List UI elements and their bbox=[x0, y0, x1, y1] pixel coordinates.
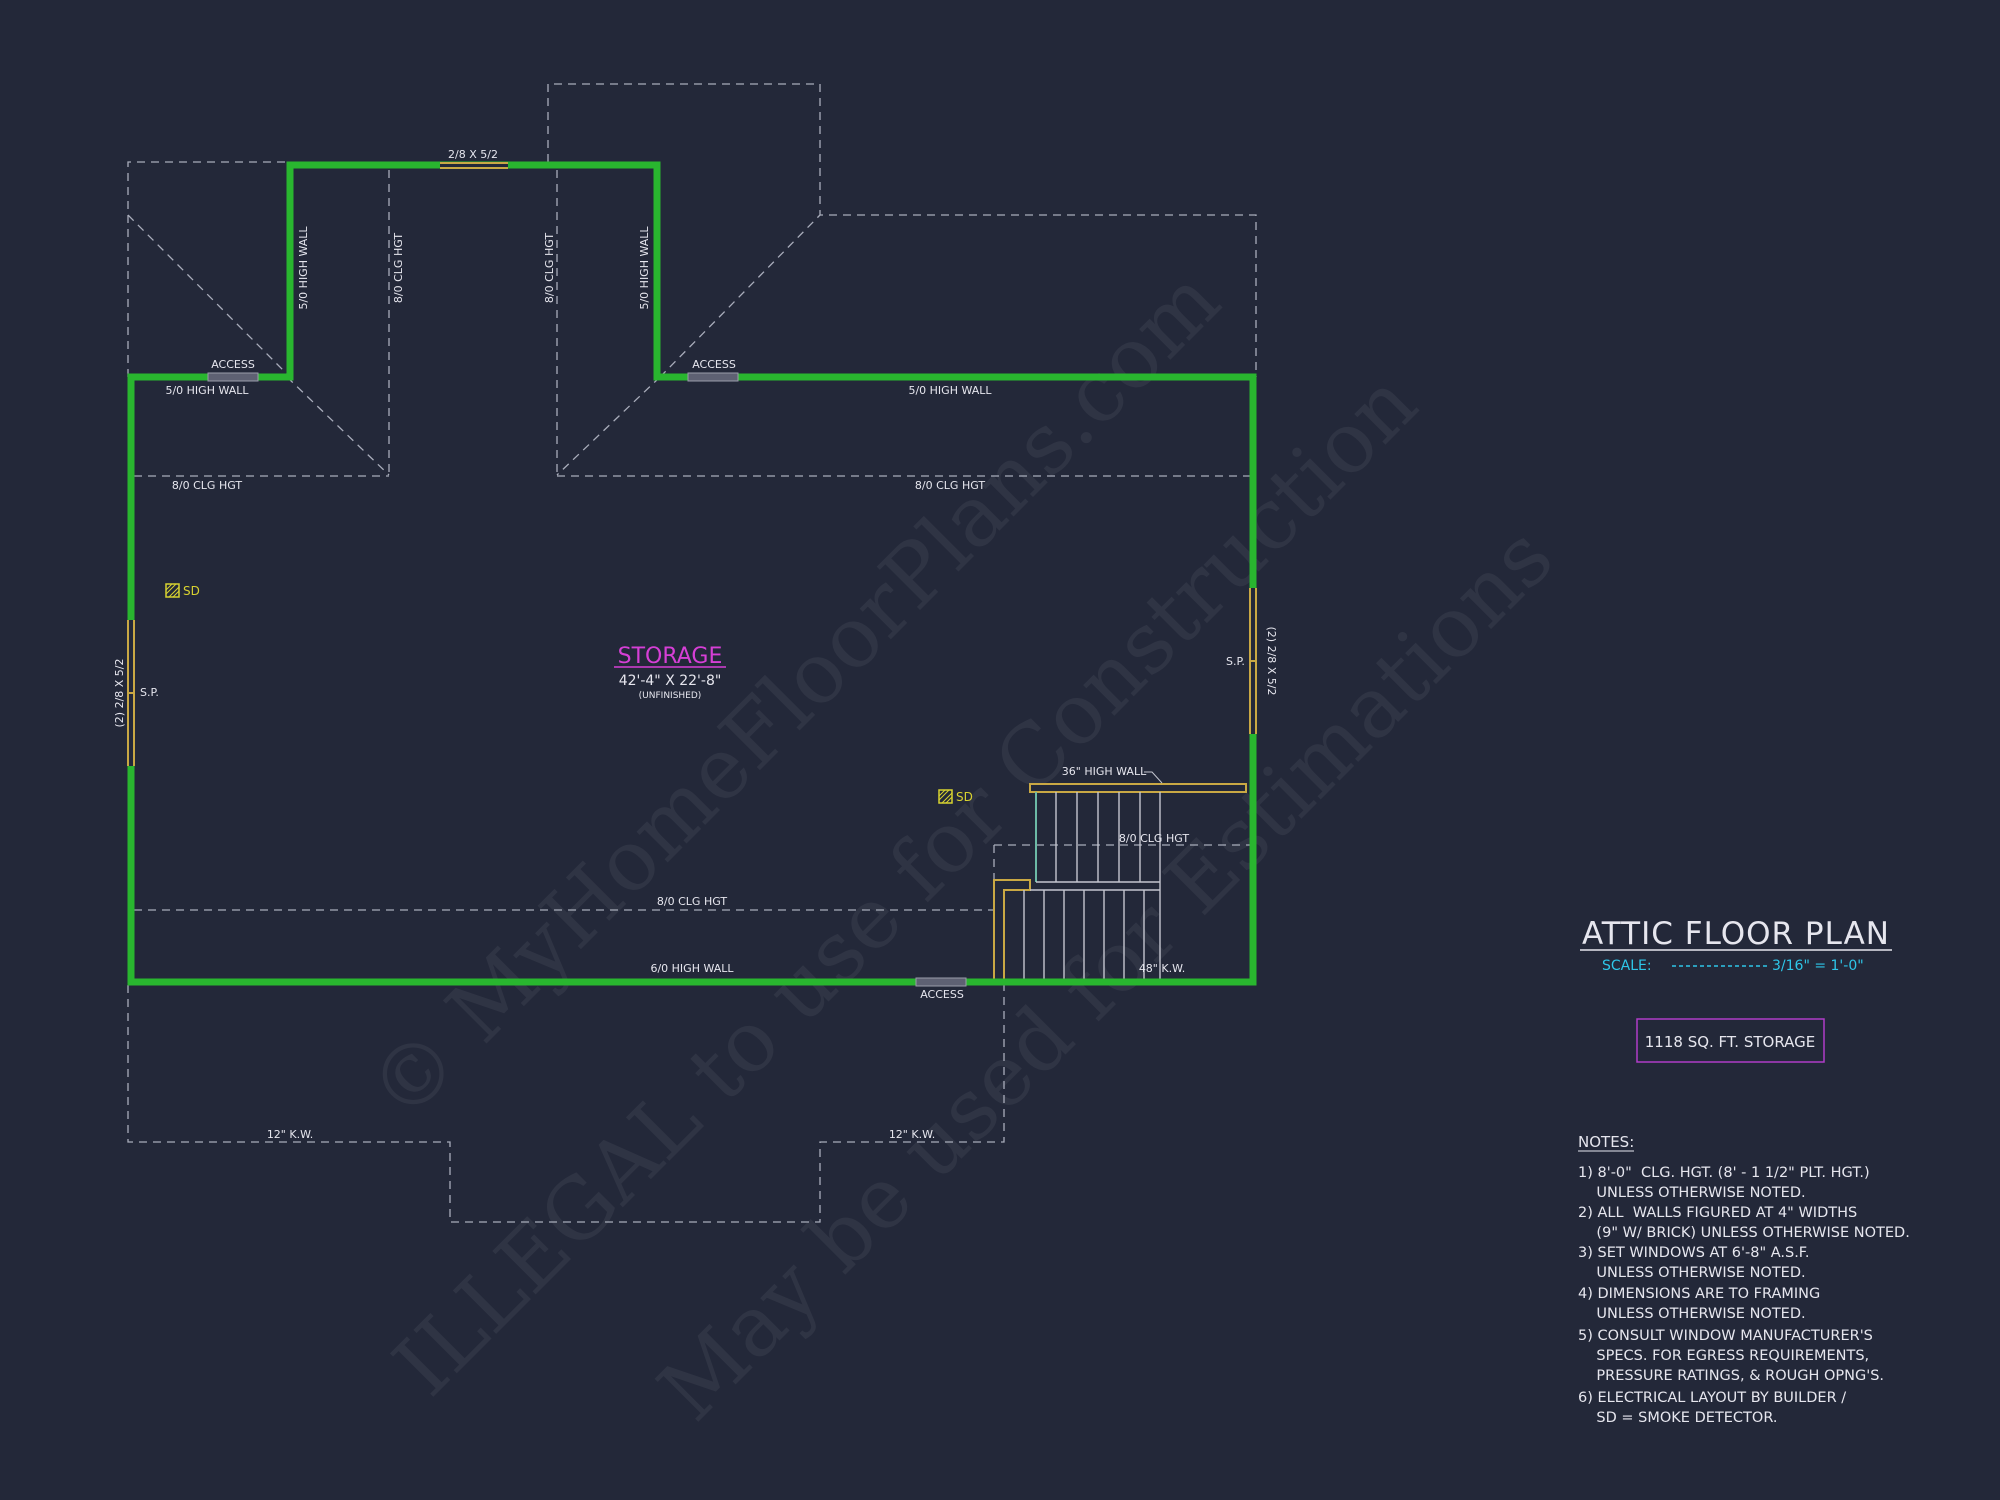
windows bbox=[127, 162, 1257, 766]
clg-right-label: 8/0 CLG HGT bbox=[915, 479, 985, 492]
notes-block: NOTES: 1) 8'-0" CLG. HGT. (8' - 1 1/2" P… bbox=[1578, 1133, 1910, 1426]
notes-line: UNLESS OTHERWISE NOTED. bbox=[1578, 1185, 1806, 1201]
exterior-wall bbox=[127, 161, 1257, 986]
room-size: 42'-4" X 22'-8" bbox=[619, 673, 722, 689]
scale-value: 3/16" = 1'-0" bbox=[1772, 958, 1864, 974]
notes-line: SPECS. FOR EGRESS REQUIREMENTS, bbox=[1578, 1348, 1869, 1364]
notes-line: (9" W/ BRICK) UNLESS OTHERWISE NOTED. bbox=[1578, 1225, 1910, 1241]
clg-lower-label: 8/0 CLG HGT bbox=[657, 895, 727, 908]
notes-line: SD = SMOKE DETECTOR. bbox=[1578, 1410, 1778, 1426]
room-note: (UNFINISHED) bbox=[639, 691, 702, 701]
window-left bbox=[127, 620, 135, 766]
stair-treads-upper bbox=[1055, 792, 1141, 882]
notes-line: 2) ALL WALLS FIGURED AT 4" WIDTHS bbox=[1578, 1205, 1857, 1221]
wall-6-label: 6/0 HIGH WALL bbox=[650, 962, 734, 975]
watermark-line-2: ILLEGAL to use for Construction bbox=[375, 354, 1436, 1415]
notes-line: 5) CONSULT WINDOW MANUFACTURER'S bbox=[1578, 1328, 1873, 1344]
wall-5-vert-left-label: 5/0 HIGH WALL bbox=[297, 226, 310, 310]
plan-title: ATTIC FLOOR PLAN bbox=[1582, 916, 1890, 952]
notes-line: 4) DIMENSIONS ARE TO FRAMING bbox=[1578, 1286, 1820, 1302]
clg-vert-right-label: 8/0 CLG HGT bbox=[543, 233, 556, 303]
watermark: © MyHomeFloorPlans.com ILLEGAL to use fo… bbox=[350, 251, 1572, 1439]
access-hatch-bottom bbox=[915, 977, 967, 987]
access-hatch-mid bbox=[687, 372, 739, 382]
access-left-label: ACCESS bbox=[211, 358, 255, 371]
notes-line: UNLESS OTHERWISE NOTED. bbox=[1578, 1306, 1806, 1322]
wall-5-vert-right-label: 5/0 HIGH WALL bbox=[638, 226, 651, 310]
access-bottom-label: ACCESS bbox=[920, 988, 964, 1001]
window-right bbox=[1249, 588, 1257, 734]
notes-line: 6) ELECTRICAL LAYOUT BY BUILDER / bbox=[1578, 1390, 1846, 1406]
wall-36-label: 36" HIGH WALL bbox=[1062, 765, 1147, 778]
sp-right-label: S.P. bbox=[1226, 655, 1245, 668]
access-mid-label: ACCESS bbox=[692, 358, 736, 371]
smoke-detector-1: SD bbox=[165, 583, 200, 598]
title-block: ATTIC FLOOR PLAN SCALE: 3/16" = 1'-0" 11… bbox=[1580, 916, 1892, 1063]
plan-labels: 2/8 X 5/2 (2) 2/8 X 5/2 (2) 2/8 X 5/2 S.… bbox=[113, 148, 1278, 1141]
room-name: STORAGE bbox=[618, 644, 723, 669]
window-top bbox=[440, 162, 508, 169]
notes-line: 3) SET WINDOWS AT 6'-8" A.S.F. bbox=[1578, 1245, 1809, 1261]
notes-line: UNLESS OTHERWISE NOTED. bbox=[1578, 1265, 1806, 1281]
scale-label: SCALE: bbox=[1602, 958, 1652, 974]
wall-5-right-label: 5/0 HIGH WALL bbox=[908, 384, 992, 397]
stair bbox=[993, 783, 1247, 980]
room-label: STORAGE 42'-4" X 22'-8" (UNFINISHED) bbox=[614, 644, 726, 701]
wall-5-left-label: 5/0 HIGH WALL bbox=[165, 384, 249, 397]
access-hatches bbox=[207, 372, 967, 987]
area-badge-text: 1118 SQ. FT. STORAGE bbox=[1645, 1033, 1816, 1051]
smoke-detector-2: SD bbox=[938, 789, 973, 804]
notes-header: NOTES: bbox=[1578, 1133, 1634, 1151]
smoke-detector-1-label: SD bbox=[183, 584, 200, 598]
window-left-label: (2) 2/8 X 5/2 bbox=[113, 658, 126, 727]
notes-line: PRESSURE RATINGS, & ROUGH OPNG'S. bbox=[1578, 1368, 1884, 1384]
sp-left-label: S.P. bbox=[140, 686, 159, 699]
stair-treads-lower bbox=[1023, 890, 1145, 980]
kw-12-right-label: 12" K.W. bbox=[889, 1128, 935, 1141]
notes-line: 1) 8'-0" CLG. HGT. (8' - 1 1/2" PLT. HGT… bbox=[1578, 1165, 1870, 1181]
window-right-label: (2) 2/8 X 5/2 bbox=[1265, 626, 1278, 695]
clg-stair-label: 8/0 CLG HGT bbox=[1119, 832, 1189, 845]
smoke-detector-2-label: SD bbox=[956, 790, 973, 804]
clg-left-label: 8/0 CLG HGT bbox=[172, 479, 242, 492]
window-top-label: 2/8 X 5/2 bbox=[448, 148, 498, 161]
access-hatch-left bbox=[207, 372, 259, 382]
kw-12-left-label: 12" K.W. bbox=[267, 1128, 313, 1141]
kw-48-label: 48" K.W. bbox=[1139, 962, 1185, 975]
clg-vert-left-label: 8/0 CLG HGT bbox=[392, 233, 405, 303]
stair-rail-36-wall bbox=[1029, 783, 1247, 793]
area-badge bbox=[1636, 1018, 1825, 1063]
